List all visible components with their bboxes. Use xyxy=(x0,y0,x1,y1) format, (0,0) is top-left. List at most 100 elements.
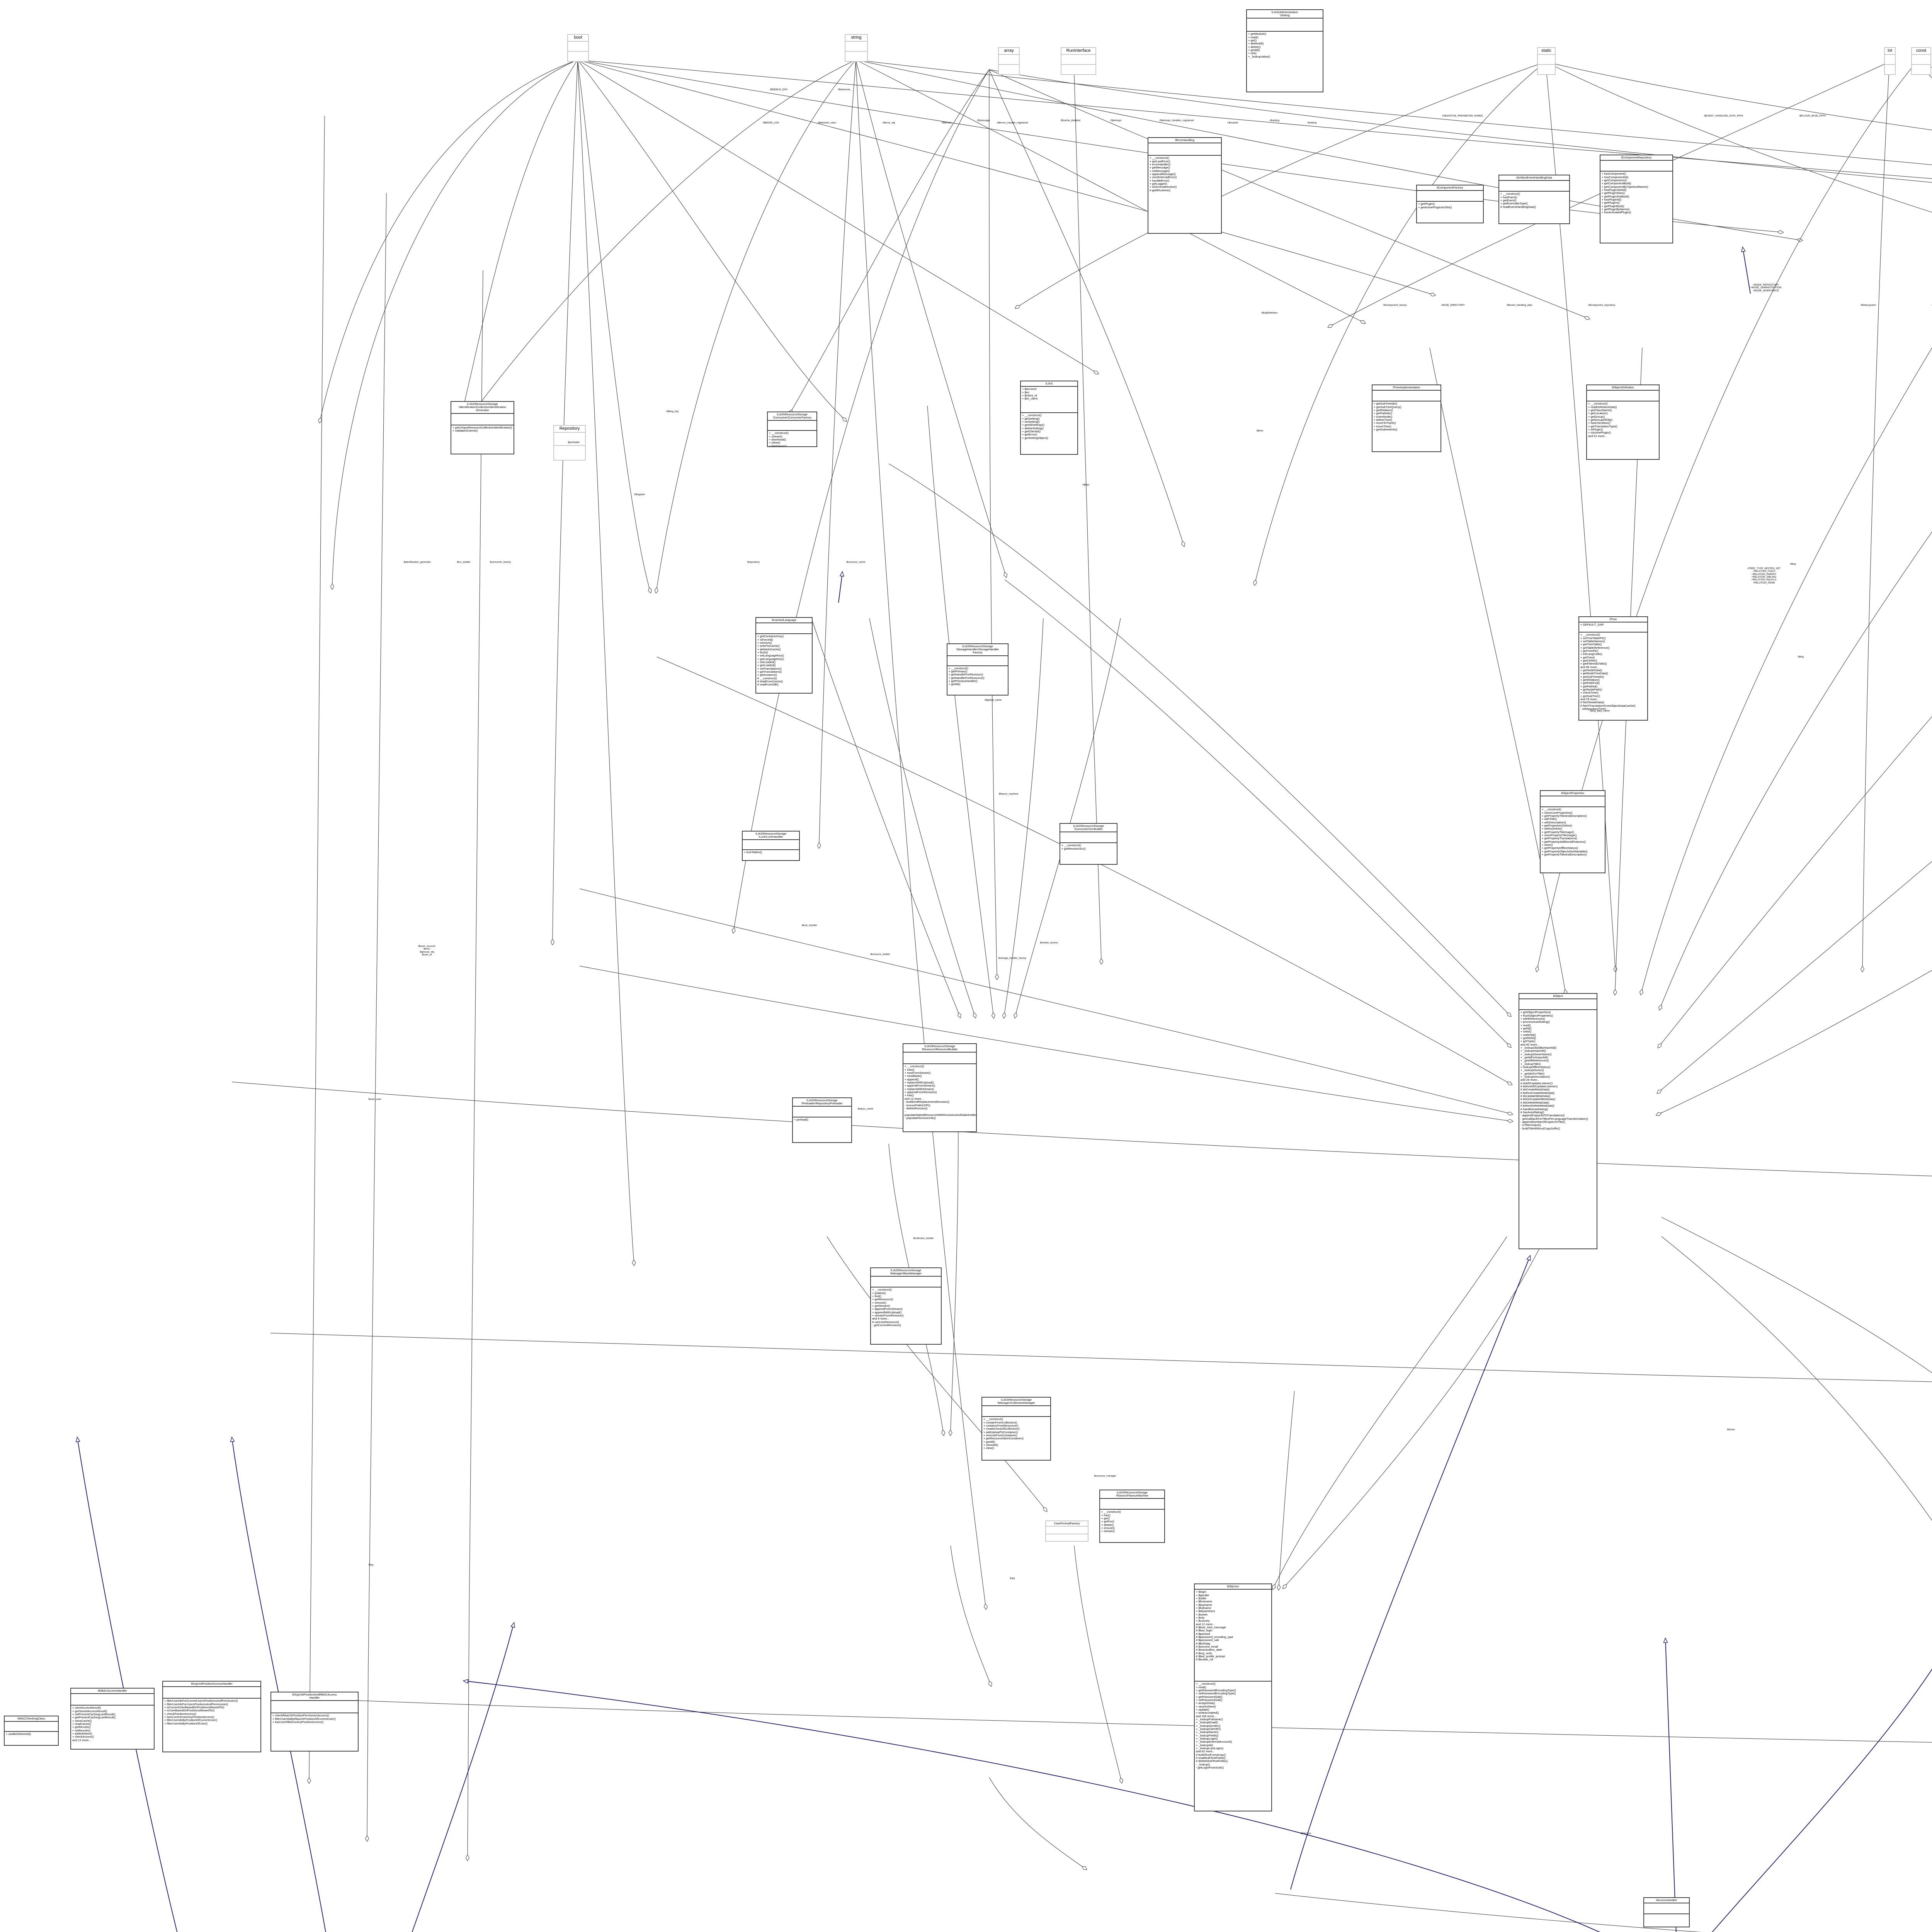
class-node-ilrs-consumerfactory[interactable]: ILIAS\ResourceStorage \Consumer\Consumer… xyxy=(767,412,817,447)
node-title: ilObjectProperties xyxy=(1541,791,1605,797)
node-operations xyxy=(1061,65,1095,74)
edge-label: $repository xyxy=(747,561,760,564)
class-node-ilobjectdefinition[interactable]: ilObjectDefinition + __construct() + rea… xyxy=(1586,384,1660,460)
type-node-int[interactable]: int xyxy=(1884,47,1896,75)
class-node-ilerrorhandling[interactable]: ilErrorHandling + __construct() + getLas… xyxy=(1148,137,1222,234)
class-node-ilrs-resourcebuilder[interactable]: ILIAS\ResourceStorage \Resource\Resource… xyxy=(903,1043,977,1132)
node-attributes xyxy=(903,1053,976,1065)
node-operations xyxy=(1046,1534,1088,1541)
class-node-ilorgunitpositionandrbacaccesshandler[interactable]: ilOrgUnitPositionAndRBACAccess Handler +… xyxy=(270,1692,359,1752)
class-node-ilglobalcacheservice[interactable] xyxy=(1381,373,1382,374)
edge-label: -$PLUGIN_BASE_PATH xyxy=(1799,114,1826,117)
class-node-ilcomponentrepository[interactable]: ilComponentRepository + hasComponent() +… xyxy=(1600,155,1673,243)
class-node-ilrs-repositorypreloader[interactable]: ILIAS\ResourceStorage \Preloader\Reposit… xyxy=(792,1097,852,1143)
class-node-ilrbacaccesshandler[interactable]: ilRBACAccessHandler + storeAccessResult(… xyxy=(70,1688,155,1750)
edge-label: #$rbacsystem xyxy=(1861,304,1876,307)
node-title: RunInterface xyxy=(1061,48,1095,55)
node-operations: + getObjectProperties() + flushObjectPro… xyxy=(1520,1010,1588,1130)
type-node-repository[interactable]: Repository xyxy=(553,425,586,461)
node-attributes xyxy=(1061,55,1095,65)
edge-label: $ilUser xyxy=(1727,1428,1735,1431)
type-node-bool[interactable]: bool xyxy=(567,34,589,62)
edge-label: #$EROR_LOG xyxy=(762,121,779,124)
edge-label: +$setting xyxy=(1269,119,1280,122)
node-title: CaseFormatFactory xyxy=(1046,1521,1088,1527)
node-title: ilOrgUnitPositionAccessHandler xyxy=(163,1682,260,1687)
node-attributes xyxy=(947,656,1008,666)
class-node-ilwaccheckingclass[interactable]: ilWACCheckingClass + canBeDelivered() xyxy=(4,1716,59,1746)
node-operations: + getPlugin() + getActivePluginsInSlot() xyxy=(1418,202,1452,209)
class-node-ilobject[interactable]: ilObject + getObjectProperties() + flush… xyxy=(1519,993,1597,1249)
edge-label: #$cache_disabled xyxy=(1060,119,1080,122)
node-title: ILIAS\ResourceStorage \Manager\BaseManag… xyxy=(871,1268,941,1277)
class-node-ilrs-srcbuilder[interactable]: ILIAS\ResourceStorage \Consumer\SrcBuild… xyxy=(1060,823,1117,865)
node-operations: + canBeDelivered() xyxy=(6,1732,31,1736)
class-node-ilrs-storagehandlerfactory[interactable]: ILIAS\ResourceStorage \StorageHandler\St… xyxy=(947,643,1009,696)
node-title: ilTree xyxy=(1579,617,1647,623)
node-operations: + hasComponent() + hasComponentId() + ge… xyxy=(1602,172,1648,214)
node-title: ilObject xyxy=(1519,994,1597,1000)
class-node-iltree[interactable]: ilTree + DEFAULT_GAP + __construct() + s… xyxy=(1578,616,1648,721)
type-node-string[interactable]: string xyxy=(845,34,868,62)
node-attributes xyxy=(871,1277,941,1288)
class-node-ilctrl[interactable] xyxy=(1188,1583,1189,1584)
class-node-ilias[interactable]: ILIAS + $account + $ini + $client_id + $… xyxy=(1020,381,1078,455)
edge-label: +BASE_DIRECTORY xyxy=(1441,304,1465,307)
node-attributes xyxy=(1600,161,1672,172)
class-node-iltreeimplementation[interactable]: ilTreeImplementation + getSubTreeIds() +… xyxy=(1372,384,1441,452)
edge-label: #$whoops_handlers_registered xyxy=(1159,119,1194,122)
node-attributes xyxy=(845,42,867,52)
class-node-caseformatfactory[interactable]: CaseFormatFactory xyxy=(1045,1520,1088,1542)
node-title: ILIAS\ResourceStorage \Lock\LockHandler xyxy=(743,832,799,840)
node-attributes xyxy=(1912,55,1930,65)
class-node-ilrs-basemanager[interactable]: ILIAS\ResourceStorage \Manager\BaseManag… xyxy=(870,1267,942,1345)
edge-label: $resource_cache xyxy=(846,561,866,564)
class-node-ilobjectproperties[interactable]: ilObjectProperties + __construct() + sto… xyxy=(1540,790,1605,873)
edge-label: $lng xyxy=(368,1563,374,1566)
type-node-static[interactable]: static xyxy=(1537,47,1556,75)
class-node-ilartifacteventhandlingdata[interactable]: ilArtifactEventHandlingData + __construc… xyxy=(1498,175,1570,224)
edge-label: #$message xyxy=(977,119,990,122)
node-title: Repository xyxy=(554,426,585,433)
edge-label: #$observer_ xyxy=(838,88,852,91)
edge-label: #$lng xyxy=(1790,563,1796,566)
node-attributes xyxy=(982,1406,1050,1417)
node-title: ilComponentFactory xyxy=(1417,185,1483,191)
edge-label: -$setting xyxy=(1307,121,1317,124)
class-node-ilrs-flavourmachine[interactable]: ILIAS\ResourceStorage \Flavour\FlavourMa… xyxy=(1099,1490,1165,1543)
node-title: ilCachedLanguage xyxy=(756,618,812,624)
edge-label: $lock_handler xyxy=(802,924,817,927)
edge-label: +$module xyxy=(1227,121,1238,124)
node-attributes xyxy=(1417,191,1483,202)
class-node-ilaccesshandler[interactable]: ilAccessHandler xyxy=(1643,1897,1690,1927)
edge-label: $storage_handler_factory xyxy=(998,957,1027,960)
node-operations: + __construct() + getPrimary() + getHand… xyxy=(949,666,985,686)
class-node-ilcachedlanguage[interactable]: ilCachedLanguage + getContainerKey() + i… xyxy=(755,617,813,694)
edge-label: $obj xyxy=(1010,1577,1015,1580)
edge-label: #$component_repository xyxy=(1588,304,1616,307)
node-attributes xyxy=(71,1694,154,1706)
node-title: ilComponentRepository xyxy=(1600,155,1672,161)
node-title: ILIAS\ResourceStorage \Identification\Co… xyxy=(451,402,514,414)
node-title: ilObjectDefinition xyxy=(1587,385,1659,391)
class-node-ilcomponentfactory[interactable]: ilComponentFactory + getPlugin() + getAc… xyxy=(1416,185,1484,223)
node-title: ILIAS xyxy=(1021,381,1077,387)
node-title: string xyxy=(845,35,867,42)
edge-label: $consumer_factory xyxy=(490,561,511,564)
type-node-const[interactable]: const xyxy=(1911,47,1931,75)
class-node-ilobjuser[interactable]: ilObjUser + $login + $gender + $utitle +… xyxy=(1194,1583,1272,1811)
class-node-ilorgunitpositionaccesshandler[interactable]: ilOrgUnitPositionAccessHandler + filterU… xyxy=(162,1681,261,1752)
edge-label: $src_builder xyxy=(457,561,471,564)
class-node-ilrs-collectionmanager[interactable]: ILIAS\ResourceStorage \Manager\Collectio… xyxy=(981,1397,1051,1461)
class-node-ilias-setting[interactable]: ILIAS\Administration \Setting + getModul… xyxy=(1246,9,1323,92)
node-title: ILIAS\ResourceStorage \Flavour\FlavourMa… xyxy=(1100,1490,1164,1499)
edge-label: $stream_access xyxy=(1040,941,1058,944)
class-node-ilrs-lockhandler[interactable]: ILIAS\ResourceStorage \Lock\LockHandler … xyxy=(742,831,800,861)
node-title: ilErrorHandling xyxy=(1148,138,1221,144)
type-node-runinterface[interactable]: RunInterface xyxy=(1061,47,1096,75)
node-attributes xyxy=(1060,832,1117,844)
class-node-ilrs-identification-generator[interactable]: ILIAS\ResourceStorage \Identification\Co… xyxy=(451,401,514,454)
type-node-array[interactable]: array xyxy=(998,47,1020,75)
edge-label: #$objDefinition xyxy=(1261,311,1278,315)
